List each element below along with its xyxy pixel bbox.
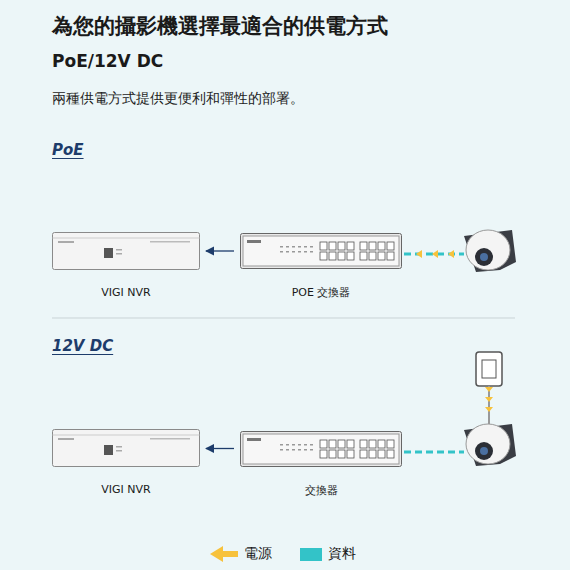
nvr-device: VIGI NVR [52, 429, 200, 467]
data-line [404, 254, 464, 452]
connector [206, 448, 234, 449]
camera [464, 230, 516, 272]
title: 為您的攝影機選擇最適合的供電方式 [52, 12, 388, 40]
power-outlet [476, 352, 502, 424]
device-label: VIGI NVR [101, 483, 150, 496]
poe-switch-device: POE 交換器 [240, 233, 402, 269]
description: 兩種供電方式提供更便利和彈性的部署。 [52, 90, 304, 108]
connector [206, 250, 234, 251]
device-label: 交換器 [305, 483, 338, 498]
legend-text: 電源 [244, 545, 272, 563]
legend-power-arrow [210, 546, 238, 562]
legend-swatch [300, 548, 322, 561]
device-label: VIGI NVR [101, 286, 150, 299]
device-label: POE 交換器 [292, 285, 351, 300]
camera [464, 424, 516, 466]
legend-text: 資料 [328, 545, 356, 563]
subtitle: PoE/12V DC [52, 51, 163, 71]
section-heading: 12V DC [52, 337, 113, 355]
divider [52, 318, 515, 319]
poe-power-arrows [416, 250, 454, 258]
section-heading: PoE [52, 141, 84, 159]
nvr-device: VIGI NVR [52, 232, 200, 270]
switch-device: 交換器 [240, 431, 402, 467]
